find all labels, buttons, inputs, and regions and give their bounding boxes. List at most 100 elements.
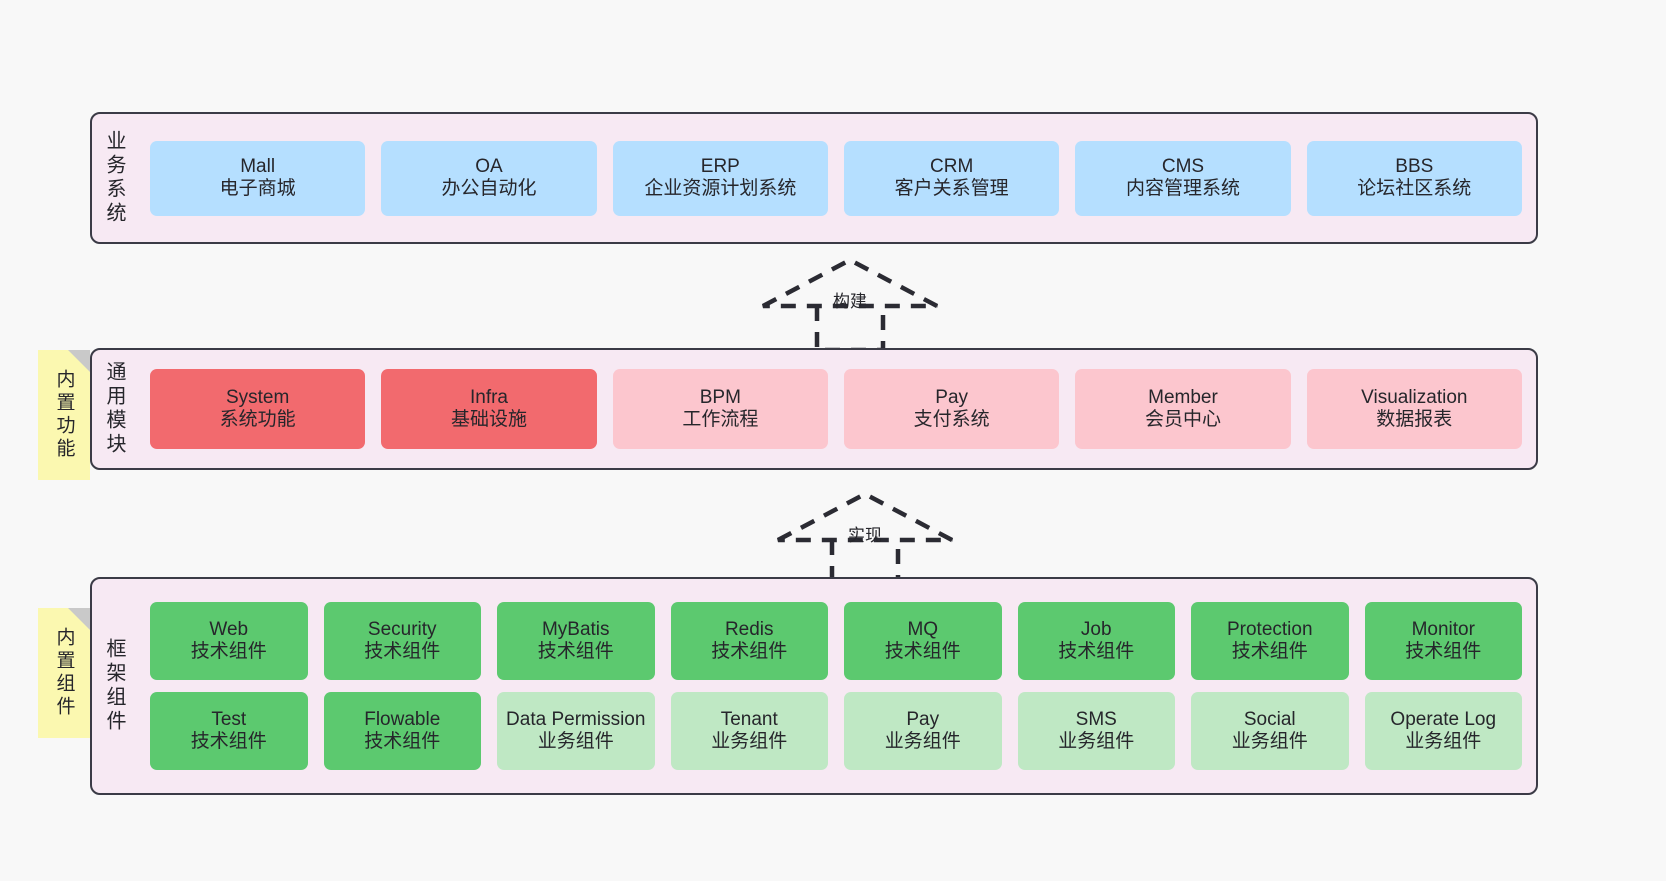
card-title: Redis [724, 618, 774, 640]
card-erp[interactable]: ERP 企业资源计划系统 [612, 140, 828, 216]
card-subtitle: 数据报表 [1376, 409, 1453, 430]
card-security[interactable]: Security 技术组件 [323, 602, 481, 680]
card-mall[interactable]: Mall 电子商城 [150, 140, 366, 216]
card-subtitle: 基础设施 [450, 409, 527, 430]
card-subtitle: 工作流程 [682, 409, 759, 430]
arrow-implement: 实现 [770, 486, 960, 587]
card-oa[interactable]: OA 办公自动化 [381, 140, 597, 216]
card-subtitle: 业务组件 [884, 731, 961, 752]
layer-common-body: System 系统功能 Infra 基础设施 BPM 工作流程 Pay 支付系统… [136, 350, 1536, 468]
card-title: Member [1148, 386, 1218, 408]
card-subtitle: 技术组件 [364, 731, 441, 752]
card-title: System [225, 386, 290, 408]
card-subtitle: 技术组件 [884, 641, 961, 662]
card-subtitle: 论坛社区系统 [1357, 178, 1472, 199]
card-subtitle: 技术组件 [711, 641, 788, 662]
framework-business-row: Test 技术组件 Flowable 技术组件 Data Permission … [150, 692, 1522, 770]
card-title: Protection [1226, 618, 1313, 640]
card-title: CMS [1161, 155, 1205, 177]
layer-framework-components: 框架组件 Web 技术组件 Security 技术组件 MyBatis 技术组件… [90, 577, 1538, 795]
card-cms[interactable]: CMS 内容管理系统 [1075, 140, 1291, 216]
layer-common-modules: 通用模块 System 系统功能 Infra 基础设施 BPM 工作流程 Pay… [90, 348, 1538, 470]
card-subtitle: 技术组件 [190, 641, 267, 662]
card-subtitle: 客户关系管理 [894, 178, 1009, 199]
folded-corner-icon [68, 608, 90, 630]
card-subtitle: 内容管理系统 [1125, 178, 1240, 199]
layer-business-body: Mall 电子商城 OA 办公自动化 ERP 企业资源计划系统 CRM 客户关系… [136, 114, 1536, 242]
card-infra[interactable]: Infra 基础设施 [381, 369, 597, 449]
card-subtitle: 业务组件 [537, 731, 614, 752]
card-subtitle: 业务组件 [711, 731, 788, 752]
card-title: BPM [699, 386, 741, 408]
card-subtitle: 业务组件 [1405, 731, 1482, 752]
card-subtitle: 业务组件 [1231, 731, 1308, 752]
card-sms[interactable]: SMS 业务组件 [1017, 692, 1175, 770]
card-subtitle: 支付系统 [913, 409, 990, 430]
card-title: ERP [700, 155, 740, 177]
card-mq[interactable]: MQ 技术组件 [844, 602, 1002, 680]
card-subtitle: 电子商城 [219, 178, 296, 199]
card-title: Monitor [1411, 618, 1475, 640]
card-title: Visualization [1361, 386, 1468, 408]
generalization-arrow-icon [761, 257, 939, 353]
card-pay-component[interactable]: Pay 业务组件 [844, 692, 1002, 770]
card-redis[interactable]: Redis 技术组件 [670, 602, 828, 680]
arrow-build-label: 构建 [833, 292, 867, 311]
card-title: Pay [935, 386, 969, 408]
card-subtitle: 技术组件 [1405, 641, 1482, 662]
card-data-permission[interactable]: Data Permission 业务组件 [497, 692, 655, 770]
card-social[interactable]: Social 业务组件 [1191, 692, 1349, 770]
card-web[interactable]: Web 技术组件 [150, 602, 308, 680]
sticky-note-builtin-components: 内置组件 [38, 608, 90, 738]
card-title: Security [367, 618, 437, 640]
layer-common-title: 通用模块 [103, 361, 125, 457]
card-bpm[interactable]: BPM 工作流程 [612, 369, 828, 449]
card-title: Infra [469, 386, 508, 408]
card-title: Flowable [364, 708, 441, 730]
card-monitor[interactable]: Monitor 技术组件 [1364, 602, 1522, 680]
sticky-note-builtin-features: 内置功能 [38, 350, 90, 480]
card-test[interactable]: Test 技术组件 [150, 692, 308, 770]
card-visualization[interactable]: Visualization 数据报表 [1306, 369, 1522, 449]
card-title: MyBatis [541, 618, 610, 640]
card-mybatis[interactable]: MyBatis 技术组件 [497, 602, 655, 680]
framework-tech-row: Web 技术组件 Security 技术组件 MyBatis 技术组件 Redi… [150, 602, 1522, 680]
card-bbs[interactable]: BBS 论坛社区系统 [1306, 140, 1522, 216]
card-subtitle: 办公自动化 [441, 178, 537, 199]
arrow-build: 构建 [755, 252, 945, 353]
card-flowable[interactable]: Flowable 技术组件 [323, 692, 481, 770]
card-crm[interactable]: CRM 客户关系管理 [843, 140, 1060, 216]
card-title: Pay [906, 708, 940, 730]
card-title: Mall [240, 155, 276, 177]
card-title: MQ [907, 618, 939, 640]
card-subtitle: 技术组件 [1231, 641, 1308, 662]
card-tenant[interactable]: Tenant 业务组件 [670, 692, 828, 770]
card-operate-log[interactable]: Operate Log 业务组件 [1364, 692, 1522, 770]
card-title: Data Permission [506, 708, 646, 730]
card-title: OA [475, 155, 503, 177]
layer-framework-title: 框架组件 [103, 638, 125, 734]
business-card-row: Mall 电子商城 OA 办公自动化 ERP 企业资源计划系统 CRM 客户关系… [150, 140, 1522, 216]
card-title: SMS [1075, 708, 1117, 730]
card-subtitle: 业务组件 [1058, 731, 1135, 752]
card-subtitle: 企业资源计划系统 [644, 178, 797, 199]
folded-corner-icon [68, 350, 90, 372]
card-subtitle: 会员中心 [1144, 409, 1221, 430]
card-subtitle: 技术组件 [537, 641, 614, 662]
card-title: CRM [930, 155, 974, 177]
card-subtitle: 系统功能 [219, 409, 296, 430]
layer-business-systems: 业务系统 Mall 电子商城 OA 办公自动化 ERP 企业资源计划系统 CRM… [90, 112, 1538, 244]
card-job[interactable]: Job 技术组件 [1017, 602, 1175, 680]
card-protection[interactable]: Protection 技术组件 [1191, 602, 1349, 680]
card-subtitle: 技术组件 [364, 641, 441, 662]
generalization-arrow-icon [776, 491, 954, 587]
card-system[interactable]: System 系统功能 [150, 369, 366, 449]
common-card-row: System 系统功能 Infra 基础设施 BPM 工作流程 Pay 支付系统… [150, 369, 1522, 449]
arrow-implement-label: 实现 [848, 526, 882, 545]
card-title: Job [1080, 618, 1112, 640]
card-pay-module[interactable]: Pay 支付系统 [843, 369, 1060, 449]
layer-framework-body: Web 技术组件 Security 技术组件 MyBatis 技术组件 Redi… [136, 579, 1536, 793]
card-title: Tenant [720, 708, 778, 730]
card-member[interactable]: Member 会员中心 [1075, 369, 1291, 449]
